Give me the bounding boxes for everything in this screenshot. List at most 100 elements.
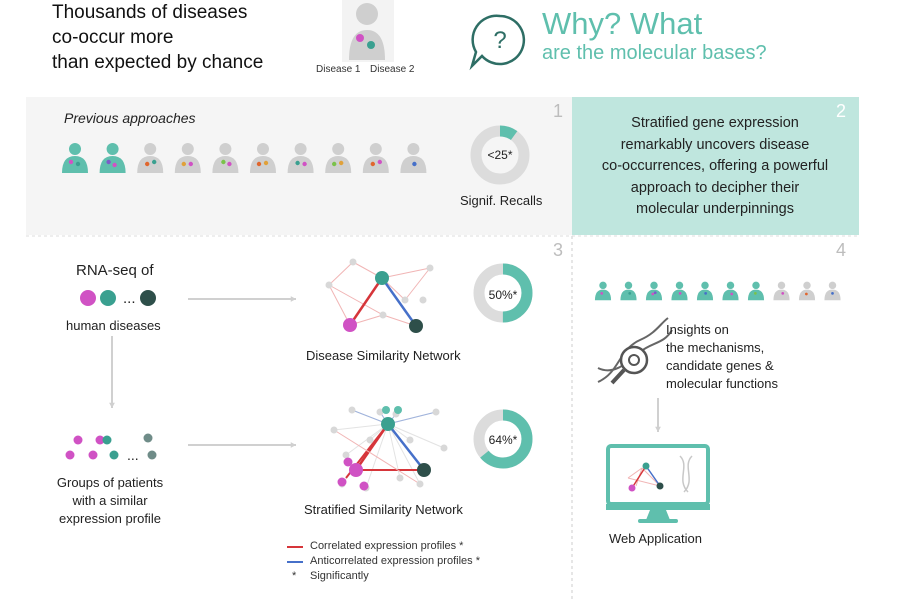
disease-dot xyxy=(145,161,150,167)
patient-icon-small xyxy=(722,281,739,301)
mini-network-edge-blue xyxy=(645,465,661,487)
disease-dot xyxy=(112,162,117,168)
person-head xyxy=(144,143,157,155)
legend-significantly: Significantly xyxy=(310,570,369,582)
disease-dot xyxy=(181,161,186,167)
patient-group-dot xyxy=(73,435,83,445)
mini-dna-icon xyxy=(679,455,693,493)
groups-ellipsis: ... xyxy=(127,447,139,463)
disease-dot xyxy=(600,292,604,295)
panel-number-2: 2 xyxy=(836,101,847,121)
person-head xyxy=(777,281,786,290)
gear-icon xyxy=(628,354,640,366)
dsn-edge xyxy=(328,284,351,326)
person-body xyxy=(325,156,352,173)
person-head xyxy=(624,281,633,290)
disease-1-label: Disease 1 xyxy=(316,64,361,75)
person-head xyxy=(803,281,811,290)
person-body xyxy=(824,289,841,301)
person-head xyxy=(407,143,420,155)
disease-dot-magenta xyxy=(80,290,96,306)
ssn-node-magenta-small xyxy=(343,457,353,467)
patient-icon xyxy=(362,143,389,173)
patient-icon xyxy=(99,143,126,173)
patient-icon-small xyxy=(671,281,688,301)
patient-group-dot xyxy=(143,433,153,443)
mini-network-edge xyxy=(627,477,661,487)
magnifier-handle xyxy=(610,368,626,385)
disease-dot xyxy=(68,159,74,165)
dsn-edge-correlated xyxy=(348,277,384,326)
disease-dot xyxy=(678,292,682,295)
person-head xyxy=(650,281,658,290)
disease-dot xyxy=(256,161,262,167)
patient-icon-small xyxy=(824,281,841,301)
patient-icon-small xyxy=(620,281,637,301)
patient-icon-small xyxy=(645,281,663,301)
donut-dsn-label: 50%* xyxy=(488,288,518,302)
person-body xyxy=(620,289,637,301)
dsn-node-dark xyxy=(409,319,423,333)
legend-correlated: Correlated expression profiles * xyxy=(310,540,464,552)
patient-icon xyxy=(62,143,88,173)
recalls-label: Signif. Recalls xyxy=(460,193,543,208)
rnaseq-ellipsis: ... xyxy=(123,290,136,307)
finding-line-1: Stratified gene expression xyxy=(631,115,799,131)
person-head xyxy=(369,143,382,155)
dsn-label: Disease Similarity Network xyxy=(306,348,461,363)
ssn-edge-anticorrelated xyxy=(387,423,425,471)
disease-dot xyxy=(295,160,300,166)
disease-dot xyxy=(412,161,417,167)
donut-recall-arc xyxy=(470,125,530,185)
person-head xyxy=(332,143,345,155)
ssn-edge xyxy=(333,429,421,485)
groups-line-3: expression profile xyxy=(59,511,161,526)
finding-line-5: molecular underpinnings xyxy=(636,201,794,217)
dsn-edge-anticorrelated xyxy=(380,277,418,327)
headline-line-1: Thousands of diseases xyxy=(52,2,248,23)
patient-icon-small xyxy=(696,281,714,301)
why-subheading: are the molecular bases? xyxy=(542,42,767,64)
disease-dot xyxy=(805,292,808,296)
disease-dot-teal xyxy=(100,290,116,306)
person-body xyxy=(250,156,276,173)
ssn-edge xyxy=(365,423,389,489)
panel-number-3: 3 xyxy=(553,240,564,260)
disease-dot xyxy=(152,159,157,165)
patient-icon-small xyxy=(773,281,790,301)
person-body xyxy=(137,156,164,173)
finding-line-3: co-occurrences, offering a powerful xyxy=(601,158,829,174)
monitor-stand xyxy=(646,510,670,520)
finding-text: Stratified gene expression remarkably un… xyxy=(580,113,850,221)
dsn-edge xyxy=(404,267,431,301)
person-head xyxy=(69,143,81,155)
ssn-node-teal-small xyxy=(394,406,402,414)
patient-icon-small xyxy=(594,281,612,301)
mini-network-node xyxy=(642,462,650,470)
disease-dot xyxy=(704,292,707,295)
person-head xyxy=(701,281,709,290)
donut-ssn-arc xyxy=(473,409,533,469)
dsn-node-magenta xyxy=(343,318,357,332)
disease-dot xyxy=(730,292,734,296)
ssn-node xyxy=(406,436,414,444)
donut-dsn-arc xyxy=(473,263,533,323)
patient-icon-small xyxy=(798,281,816,301)
donut-ssn-label: 64%* xyxy=(488,433,518,447)
mini-network-edge xyxy=(627,467,643,479)
legend-asterisk: * xyxy=(292,570,297,582)
patient-icon xyxy=(174,143,201,173)
ssn-node xyxy=(416,480,424,488)
ssn-node xyxy=(440,444,448,452)
arrow-down-groups-head xyxy=(109,402,115,408)
arrow-to-webapp-head xyxy=(655,426,661,432)
panel-stratified-finding xyxy=(572,97,859,235)
person-head xyxy=(219,143,232,155)
insights-line-2: the mechanisms, xyxy=(666,340,765,355)
person-body xyxy=(773,289,790,301)
disease-dot xyxy=(188,161,193,167)
ssn-edge xyxy=(333,423,389,431)
insights-line-4: molecular functions xyxy=(666,376,778,391)
person-body xyxy=(671,289,688,301)
disease-dot xyxy=(339,160,344,166)
